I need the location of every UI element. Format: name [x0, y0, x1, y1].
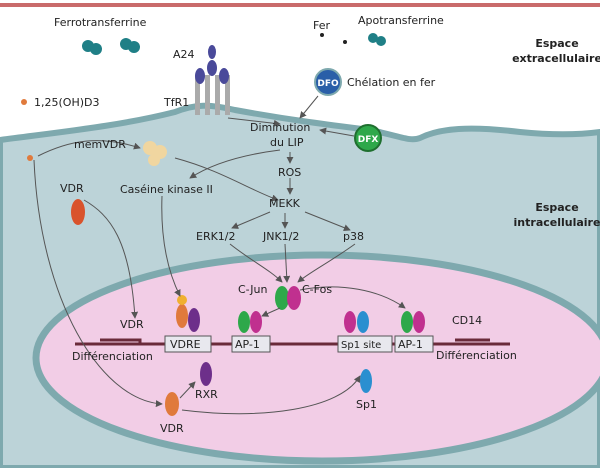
vitd-dot: [27, 155, 33, 161]
apotransferrine-molecule: [368, 33, 386, 46]
promoter-left: [100, 338, 142, 344]
rxr-nuc-protein: [188, 308, 200, 332]
label-ros: ROS: [278, 166, 301, 179]
label-vdr-nuc: VDR: [120, 318, 144, 331]
sp1-bottom-protein: [360, 369, 372, 393]
label-p38: p38: [343, 230, 364, 243]
ap1-right-fos: [413, 311, 425, 333]
label-ap1-left: AP-1: [235, 338, 260, 351]
label-ferrotransferrine: Ferrotransferrine: [54, 16, 147, 29]
region-extra-line1: Espace: [535, 37, 578, 50]
memvdr-blob: [143, 141, 167, 166]
label-vdr-cyto: VDR: [60, 182, 84, 195]
label-ap1-right: AP-1: [398, 338, 423, 351]
label-dulip: du LIP: [270, 136, 304, 149]
label-vdre: VDRE: [170, 338, 201, 351]
label-jnk: JNK1/2: [262, 230, 299, 243]
arrows: [33, 95, 406, 415]
dfx-badge: [354, 124, 382, 152]
label-erk: ERK1/2: [196, 230, 236, 243]
label-cd14: CD14: [452, 314, 482, 327]
label-chelation: Chélation en fer: [347, 76, 436, 89]
label-tfr1: TfR1: [163, 96, 189, 109]
region-intra-line2: intracellulaire: [514, 216, 600, 229]
label-apotransferrine: Apotransferrine: [358, 14, 444, 27]
ap1-right-jun: [401, 311, 413, 333]
label-dfo: DFO: [317, 79, 339, 89]
dfo-badge: [314, 68, 342, 96]
rxr-bottom-protein: [200, 362, 212, 386]
label-memvdr: memVDR: [74, 138, 126, 151]
label-dfx: DFX: [358, 135, 379, 145]
vitd-dot: [21, 99, 27, 105]
label-vitd: 1,25(OH)D3: [34, 96, 99, 109]
label-cjun: C-Jun: [238, 283, 267, 296]
vdr-nuc-protein: [176, 304, 188, 328]
label-diminution: Diminution: [250, 121, 310, 134]
sp1-site-protein: [344, 311, 356, 333]
vdre-box: [164, 335, 212, 353]
ap1-left-box: [231, 335, 271, 353]
ap1-right-box: [394, 335, 434, 353]
cjun-protein: [275, 286, 289, 310]
label-diff-right: Différenciation: [436, 349, 517, 362]
label-mekk: MEKK: [269, 197, 301, 210]
label-rxr: RXR: [195, 388, 218, 401]
region-intra-line1: Espace: [535, 201, 578, 214]
label-fer: Fer: [313, 19, 330, 32]
vdr-cyto-protein: [71, 199, 85, 225]
label-sp1site: Sp1 site: [341, 340, 381, 351]
vitd-ligand: [177, 295, 187, 305]
label-vdr-bottom: VDR: [160, 422, 184, 435]
label-diff-left: Différenciation: [72, 350, 153, 363]
sp1-site-protein2: [357, 311, 369, 333]
ferrotransferrine-molecules: [82, 38, 140, 55]
label-a24: A24: [173, 48, 195, 61]
region-extra-line2: extracellulaire: [512, 52, 600, 65]
fer-dot: [320, 33, 324, 37]
cfos-protein: [287, 286, 301, 310]
label-cfos: C-Fos: [302, 283, 332, 296]
vdr-bottom-protein: [165, 392, 179, 416]
label-sp1: Sp1: [356, 398, 377, 411]
tfr1-receptor: [195, 45, 230, 115]
ap1-left-jun: [238, 311, 250, 333]
fer-dot: [343, 40, 347, 44]
ap1-left-fos: [250, 311, 262, 333]
label-caseine: Caséine kinase II: [120, 183, 213, 196]
sp1site-box: [337, 335, 393, 353]
